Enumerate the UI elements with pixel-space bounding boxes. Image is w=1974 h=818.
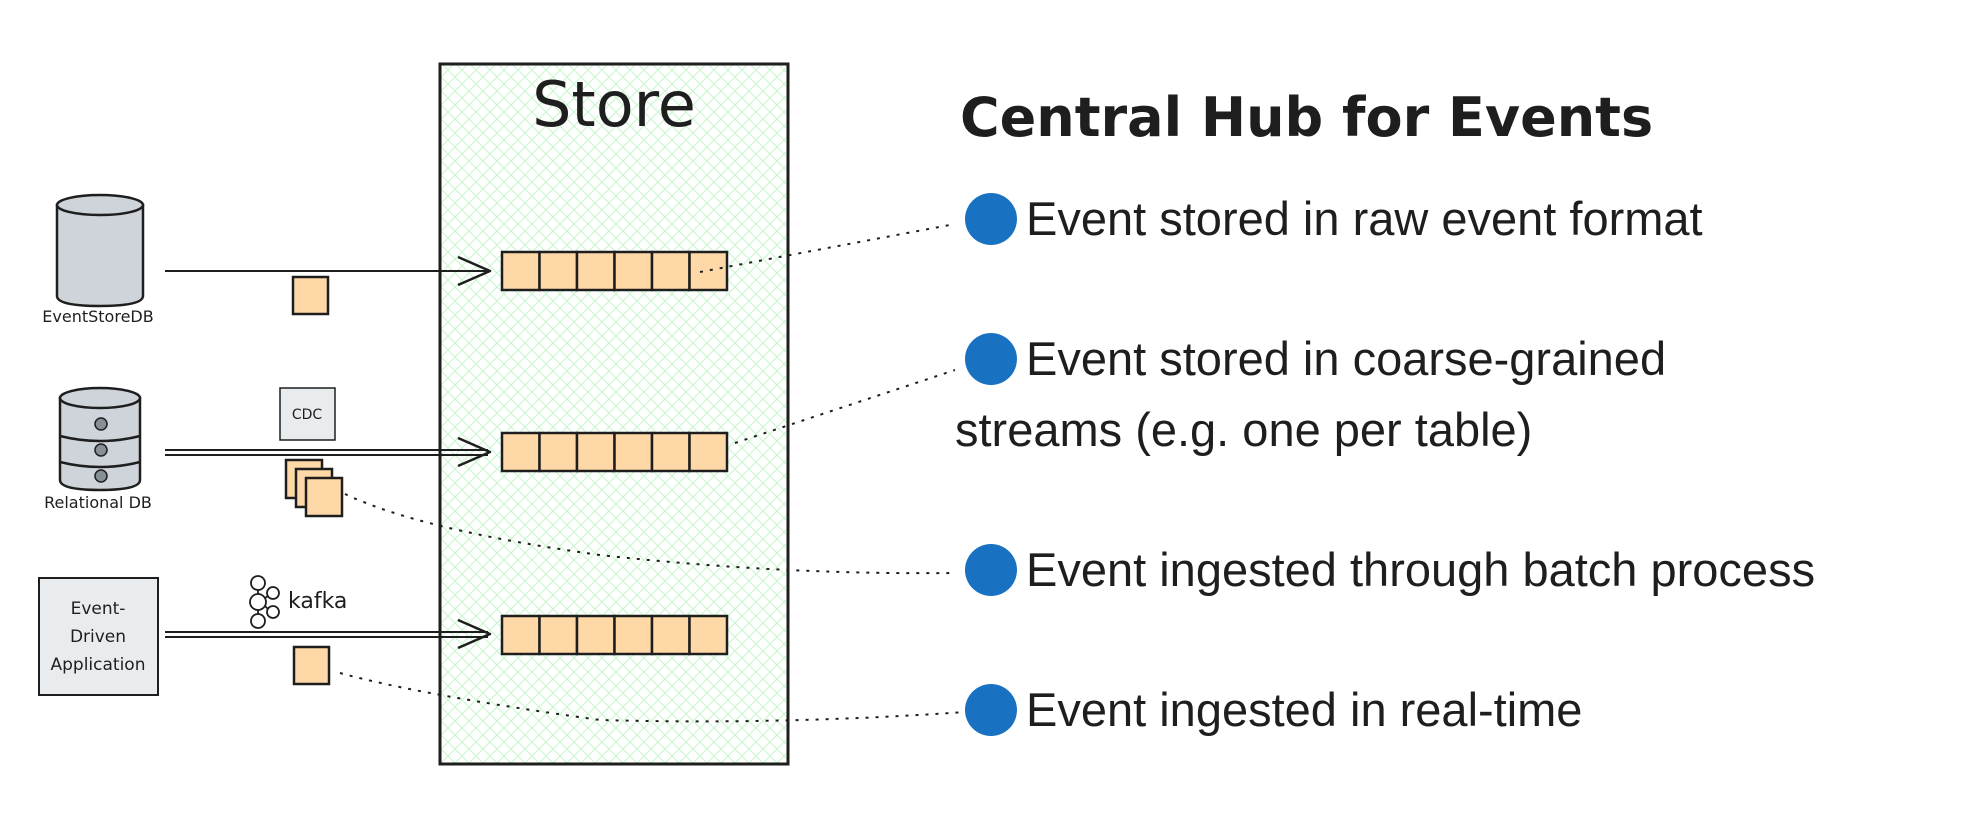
source-label-relational-db: Relational DB	[44, 493, 152, 512]
bullet-dot-icon	[965, 684, 1017, 736]
source-eventstoredb: EventStoreDB	[42, 193, 492, 326]
bullet-batch-process: Event ingested through batch process	[965, 543, 1815, 596]
bullet-real-time-text: Event ingested in real-time	[1026, 683, 1582, 736]
source-relational-db: Relational DB CDC	[44, 386, 492, 518]
bullet-coarse-grained-line-1: Event stored in coarse-grained	[1026, 332, 1666, 385]
kafka-logo-icon	[249, 575, 280, 629]
connector-arrow-relational-db	[165, 436, 492, 468]
app-label-line-1: Event-	[71, 599, 126, 619]
event-cell	[650, 431, 691, 473]
bullet-real-time: Event ingested in real-time	[965, 683, 1582, 736]
connector-arrow-eventstoredb	[165, 255, 492, 287]
connector-arrow-event-driven-app	[165, 618, 492, 650]
event-queue-raw	[500, 250, 729, 292]
bullet-dot-icon	[965, 544, 1017, 596]
event-queue-realtime	[500, 614, 729, 656]
event-cell	[613, 614, 654, 656]
event-cell	[613, 431, 654, 473]
event-cell	[688, 250, 729, 292]
event-cell	[538, 431, 579, 473]
app-label-line-3: Application	[51, 655, 146, 675]
bullet-raw-format: Event stored in raw event format	[965, 192, 1703, 245]
event-cell	[500, 614, 541, 656]
cdc-box: CDC	[279, 387, 336, 441]
bullet-batch-process-text: Event ingested through batch process	[1026, 543, 1815, 596]
event-cell	[688, 614, 729, 656]
hub-panel: Central Hub for Events Event stored in r…	[955, 86, 1815, 736]
event-cell	[650, 614, 691, 656]
app-label-line-2: Driven	[70, 627, 126, 647]
event-cell	[575, 431, 616, 473]
relational-database-icon	[58, 386, 142, 492]
event-block-single	[291, 275, 330, 316]
store-label: Store	[532, 68, 696, 141]
event-cell	[613, 250, 654, 292]
callout-line-realtime	[339, 672, 966, 723]
event-cell	[575, 250, 616, 292]
event-block-realtime	[292, 645, 331, 686]
bullet-coarse-grained-line-2: streams (e.g. one per table)	[955, 403, 1532, 456]
event-cell	[650, 250, 691, 292]
database-icon	[55, 193, 145, 308]
event-cell	[688, 431, 729, 473]
bullet-dot-icon	[965, 333, 1017, 385]
bullet-raw-format-text: Event stored in raw event format	[1026, 192, 1703, 245]
store-container: Store	[438, 62, 790, 766]
kafka-label: kafka	[288, 589, 347, 614]
source-label-eventstoredb: EventStoreDB	[42, 307, 153, 326]
event-cell	[538, 250, 579, 292]
event-cell	[500, 250, 541, 292]
event-cell	[575, 614, 616, 656]
callout-lines	[339, 223, 966, 723]
event-cell	[500, 431, 541, 473]
bullet-dot-icon	[965, 193, 1017, 245]
event-cell	[538, 614, 579, 656]
application-box	[38, 577, 159, 696]
event-block-batch	[284, 458, 344, 518]
bullet-coarse-grained: Event stored in coarse-grained streams (…	[955, 332, 1666, 456]
hub-title: Central Hub for Events	[960, 86, 1653, 149]
event-queue-coarse	[500, 431, 729, 473]
source-event-driven-app: Event- Driven Application kafka	[38, 575, 492, 696]
cdc-label: CDC	[292, 407, 323, 423]
